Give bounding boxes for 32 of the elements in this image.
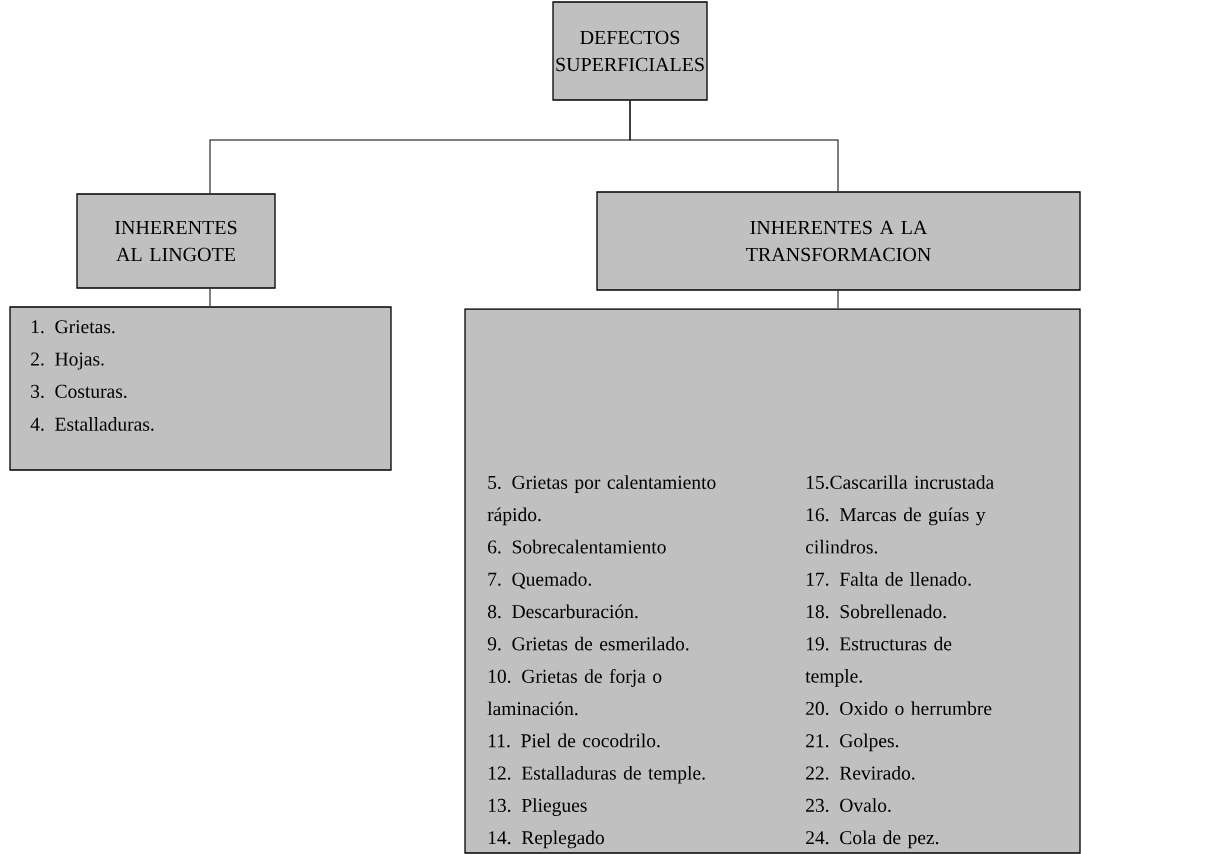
list-item: 5. Grietas por calentamiento rápido. [487, 475, 716, 526]
list-item: 7. Quemado. [488, 572, 591, 589]
list-box [9, 306, 392, 471]
list-item: 1. Grietas. [31, 320, 115, 334]
list-item: 6. Sobrecalentamiento [488, 539, 666, 554]
list-item: 2. Hojas. [31, 352, 104, 370]
connector-line [209, 288, 211, 307]
list-item: 10. Grietas de forja o laminación. [487, 669, 662, 716]
category-box: INHERENTES AL LINGOTE [76, 193, 276, 289]
list-item: 3. Costuras. [31, 384, 127, 398]
list-item: 12. Estalladuras de temple. [488, 765, 705, 784]
list-item: 20. Oxido o herrumbre [806, 701, 992, 716]
list-item: 4. Estalladuras. [30, 417, 154, 431]
list-item: 19. Estructuras de temple. [805, 636, 952, 687]
list-item: 15.Cascarilla incrustada [806, 475, 994, 489]
list-item: 11. Piel de cocodrilo. [488, 733, 660, 748]
list-item: 13. Pliegues [488, 798, 587, 816]
list-item: 17. Falta de llenado. [806, 572, 971, 586]
list-item: 23. Ovalo. [806, 798, 891, 812]
category-box: INHERENTES A LA TRANSFORMACION [596, 191, 1081, 291]
list-item: 21. Golpes. [806, 733, 899, 752]
list-box [464, 308, 1081, 854]
category-box: DEFECTOS SUPERFICIALES [552, 1, 708, 101]
list-item: 24. Cola de pez. [806, 830, 939, 849]
list-item: 22. Revirado. [806, 765, 915, 780]
connector-line [629, 100, 839, 192]
list-item: 18. Sobrellenado. [806, 604, 946, 619]
connector-line [837, 290, 839, 309]
list-item: 8. Descarburación. [487, 604, 638, 619]
list-item: 9. Grietas de esmerilado. [487, 636, 689, 651]
list-item: 16. Marcas de guías y cilindros. [805, 507, 986, 554]
list-item: 14. Replegado [488, 830, 604, 849]
